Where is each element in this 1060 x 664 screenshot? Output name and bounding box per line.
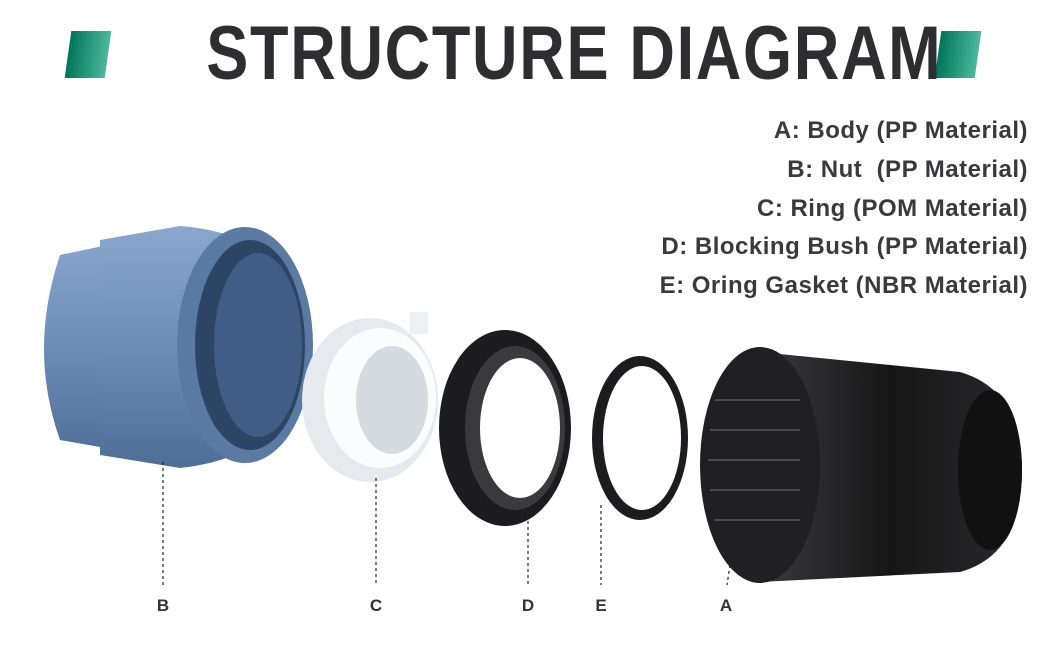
oring-part-e: [592, 356, 688, 520]
part-label-d: D: [521, 596, 535, 615]
legend-item-e: E: Oring Gasket (NBR Material): [659, 272, 1028, 300]
legend-item-d: D: Blocking Bush (PP Material): [661, 233, 1028, 261]
part-label-e: E: [595, 596, 607, 615]
page-title: STRUCTURE DIAGRAM: [206, 11, 943, 96]
part-label-a: A: [719, 596, 733, 615]
blocking-bush-part-d: [439, 330, 571, 526]
leader-line-a: [726, 564, 731, 586]
legend-item-a: A: Body (PP Material): [773, 117, 1028, 144]
parts-legend: A: Body (PP Material) B: Nut (PP Materia…: [660, 112, 1028, 306]
part-label-c: C: [369, 596, 383, 615]
body-part-a: [700, 347, 1022, 583]
part-label-b: B: [156, 596, 170, 615]
nut-part-b: [44, 226, 313, 468]
legend-item-c: C: Ring (POM Material): [756, 194, 1028, 222]
legend-item-b: B: Nut (PP Material): [787, 155, 1028, 183]
ring-part-c: [302, 312, 438, 482]
